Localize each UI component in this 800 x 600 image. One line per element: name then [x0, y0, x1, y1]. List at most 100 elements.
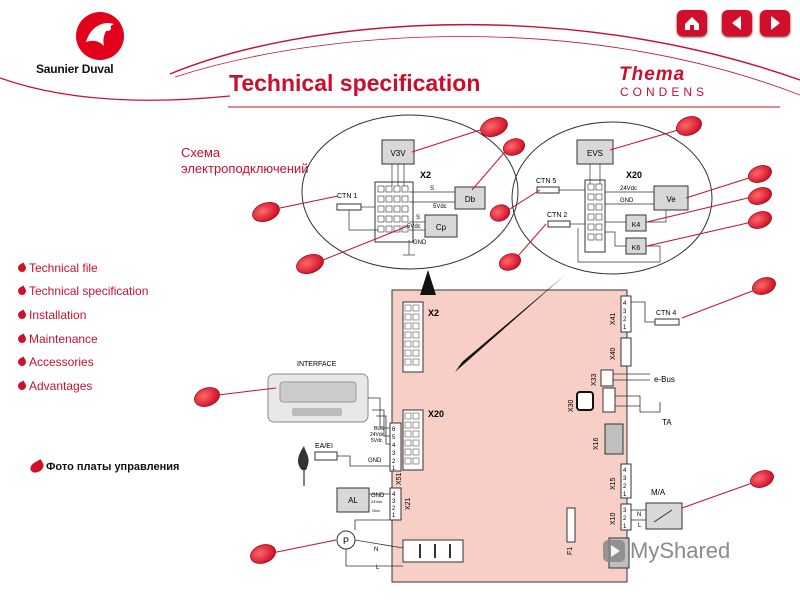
ctn1-label: CTN 1: [337, 193, 357, 200]
ve-label: Ve: [666, 195, 676, 204]
ctn5-label: CTN 5: [536, 178, 556, 185]
ta-label: TA: [662, 418, 672, 427]
hotspot-ma[interactable]: [748, 467, 776, 490]
hotspot-k6[interactable]: [746, 208, 774, 231]
saunier-duval-logo: [76, 12, 124, 60]
hotspot-db[interactable]: [501, 136, 527, 159]
x16-label: X16: [593, 437, 600, 450]
x15-pin-3: 3: [623, 476, 627, 482]
x2-zoom-label: X2: [420, 170, 431, 180]
pump-label: P: [343, 536, 349, 546]
x10-pin-1: 1: [623, 524, 627, 530]
x10-pin-3: 3: [623, 508, 627, 514]
x20-zoom-label: X20: [626, 170, 642, 180]
hotspot-ctn4[interactable]: [750, 274, 778, 297]
ctn2-label: CTN 2: [547, 212, 567, 219]
menu-item-accessories[interactable]: Accessories: [16, 350, 208, 374]
menu-item-label: Advantages: [29, 378, 93, 393]
menu-item-installation[interactable]: Installation: [16, 303, 208, 327]
back-button[interactable]: [722, 10, 752, 36]
photo-board-label: Фото платы управления: [46, 461, 180, 473]
x21-connector: [389, 487, 402, 521]
hotspot-k4[interactable]: [746, 184, 774, 207]
control-board: [391, 289, 628, 583]
x2-board-label: X2: [428, 308, 439, 318]
f1-label: F1: [567, 547, 574, 555]
x40-connector: [620, 337, 632, 367]
ea-ei-label: EA/EI: [315, 443, 333, 450]
menu-item-technical-file[interactable]: Technical file: [16, 256, 208, 280]
x20-zoom-pins: [587, 183, 603, 241]
ma-switch: [645, 502, 683, 530]
x30-label: X30: [568, 399, 575, 412]
x10-pin-2: 2: [623, 516, 627, 522]
hotspot-cp[interactable]: [294, 251, 326, 277]
v3v-box: [381, 139, 415, 165]
x10-label: X10: [610, 512, 617, 525]
forward-button[interactable]: [760, 10, 790, 36]
x2-zoom-pins: [377, 185, 409, 233]
s-label-1: S: [430, 186, 434, 192]
menu-item-advantages[interactable]: Advantages: [16, 374, 208, 398]
s-label-2: S: [416, 215, 420, 221]
menu-item-label: Accessories: [29, 355, 94, 370]
photo-board-link[interactable]: Фото платы управления: [28, 459, 180, 475]
x15-pin-2: 2: [623, 484, 627, 490]
home-button[interactable]: [677, 10, 707, 36]
x15-label: X15: [610, 477, 617, 490]
x15-pin-4: 4: [623, 468, 627, 474]
cp-label: Cp: [436, 223, 447, 232]
zoom-arrow-left: [420, 270, 436, 295]
left-zoom-wires: [348, 164, 455, 256]
x21-pin-2: 2: [392, 506, 396, 512]
gnd-label-right: GND: [620, 198, 634, 204]
external-wires: [337, 301, 661, 567]
ea-ei-electrode: [314, 451, 338, 461]
v3v-label: V3V: [390, 149, 406, 158]
hotspot-pump[interactable]: [248, 541, 279, 567]
flame-icon: [298, 446, 309, 470]
ctn1-sensor: [336, 203, 362, 211]
x33-connector: [600, 369, 614, 387]
power-connector: [402, 539, 464, 563]
menu-item-label: Installation: [29, 307, 87, 322]
gnd-label-x51: GND: [368, 458, 382, 464]
hotspot-interface[interactable]: [192, 384, 223, 410]
hotspot-pointer-lines: [217, 127, 756, 554]
al-label: AL: [348, 496, 358, 505]
menu-item-label: Maintenance: [29, 331, 98, 346]
menu-item-label: Technical file: [29, 260, 98, 275]
al-box: [336, 487, 370, 513]
x21-pin-3: 3: [392, 499, 396, 505]
x21-pin-1: 1: [392, 513, 396, 519]
menu-item-technical-specification[interactable]: Technical specification: [16, 280, 208, 304]
5vdc-label-2: 5Vdc: [407, 224, 421, 230]
brand-name: Saunier Duval: [36, 62, 114, 76]
hotspot-ctn1[interactable]: [250, 199, 282, 225]
hotspot-ctn5[interactable]: [488, 202, 512, 224]
x41-pin-4: 4: [623, 301, 627, 307]
product-line: Thema: [619, 64, 686, 85]
x20-board-label: X20: [428, 409, 444, 419]
x20-board-pins: [404, 412, 420, 465]
x41-pin-2: 2: [623, 317, 627, 323]
arrow-right-icon: [771, 16, 780, 30]
x40-label: X40: [610, 347, 617, 360]
hotspot-ve[interactable]: [746, 162, 774, 185]
x41-connector: [620, 295, 632, 333]
hotspot-v3v[interactable]: [478, 114, 510, 140]
schema-label-line-2: электроподключений: [181, 161, 309, 176]
k4-box: [625, 214, 647, 232]
x21-label: X21: [405, 497, 412, 510]
hotspot-ctn2[interactable]: [497, 251, 523, 274]
right-zoom-wires: [559, 164, 667, 263]
gnd-label-x21b: Gnd: [372, 508, 380, 513]
right-zoom-ellipse: [511, 121, 713, 275]
menu-item-maintenance[interactable]: Maintenance: [16, 327, 208, 351]
x41-pin-1: 1: [623, 325, 627, 331]
hotspot-evs[interactable]: [674, 113, 705, 139]
header-swoosh: [0, 23, 800, 108]
x51-pin-5: 5: [392, 435, 396, 441]
page-title: Technical specification: [229, 70, 481, 96]
